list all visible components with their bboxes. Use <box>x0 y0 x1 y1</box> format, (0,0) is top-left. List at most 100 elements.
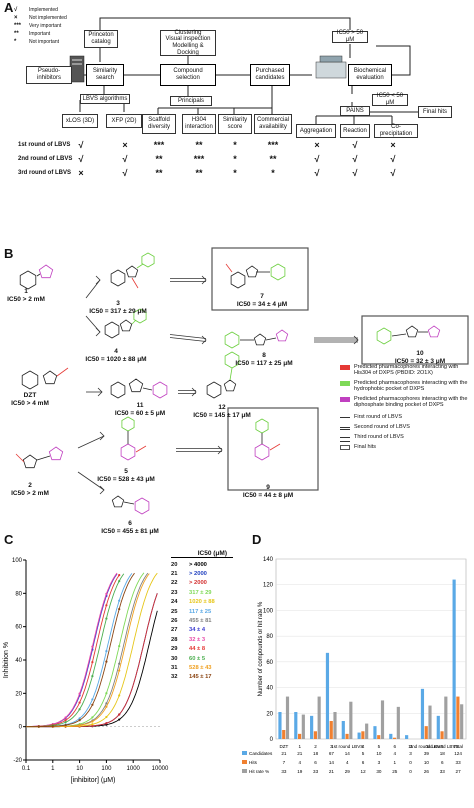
round-mark: × <box>390 140 396 150</box>
ic50-row-value: > 2000 <box>189 571 207 578</box>
point-series-22 <box>118 713 121 716</box>
ring <box>42 370 58 385</box>
bar-hits <box>297 733 302 739</box>
bar-candidates <box>278 712 282 739</box>
ic50-row-id: 32 <box>171 674 178 681</box>
table-cell: 6 <box>362 760 365 765</box>
ring <box>133 308 147 324</box>
legend-a-text: Not important <box>29 39 60 45</box>
point-series-32 <box>91 703 94 706</box>
box-principals: Principals <box>170 96 212 106</box>
compound-id: 3 <box>116 300 120 307</box>
y-tick-label: 20 <box>266 711 273 717</box>
table-cell: 18 <box>440 751 446 756</box>
bond <box>36 273 41 277</box>
box-lbvs: LBVS algorithms <box>80 94 130 104</box>
legend-b-swatch <box>340 365 350 370</box>
ring <box>141 252 155 268</box>
point-series-31 <box>118 669 121 672</box>
bond <box>229 367 233 381</box>
ring <box>275 329 289 342</box>
ring <box>121 416 135 432</box>
box-xlos: xLOS (3D) <box>62 114 98 128</box>
box-pseudo: Pseudo-inhibitors <box>26 66 72 84</box>
round-arrow <box>314 335 359 345</box>
compound-ic50: IC50 = 34 ± 4 μM <box>236 301 288 308</box>
compound-id: 10 <box>416 350 424 357</box>
ring <box>224 331 240 349</box>
category-label: Total <box>453 744 463 749</box>
ring <box>21 370 39 390</box>
legend-b-swatch <box>340 437 350 442</box>
y-tick-label: 60 <box>15 625 22 631</box>
compound-ic50: IC50 = 455 ± 81 μM <box>101 528 159 535</box>
compound-id: 7 <box>260 293 264 300</box>
y-tick-label: 140 <box>263 557 274 563</box>
bar-hit-rate- <box>365 723 369 739</box>
ic50-table-header: IC50 (μM) <box>171 550 233 558</box>
panel-c-letter: C <box>4 532 14 547</box>
table-swatch <box>242 760 247 764</box>
ring <box>48 446 64 461</box>
ic50-table-row: 21> 2000 <box>171 569 233 578</box>
round-mark: √ <box>314 154 320 164</box>
ring <box>206 381 222 399</box>
table-row-name: Hits <box>249 760 258 765</box>
table-cell: 0 <box>409 760 412 765</box>
legend-a-item: **Important <box>14 30 84 38</box>
panel-a-letter: A <box>4 0 14 15</box>
y-tick-label: 80 <box>15 591 22 597</box>
box-biochem: Biochemical evaluation <box>348 64 392 86</box>
ic50-row-value: 60 ± 5 <box>189 655 206 662</box>
bar-hit-rate- <box>380 700 385 739</box>
x-tick-label: 1 <box>51 766 55 772</box>
box-similarity: Similarity search <box>86 64 124 86</box>
ic50-row-value: 455 ± 81 <box>189 618 212 625</box>
compound-id: 4 <box>114 348 118 355</box>
point-series-29 <box>78 701 81 704</box>
ring <box>110 381 126 399</box>
bond <box>15 453 25 463</box>
round-mark: × <box>314 140 320 150</box>
round-mark: * <box>233 168 237 178</box>
compound-id: 8 <box>262 352 266 359</box>
box-reaction: Reaction <box>340 124 370 138</box>
category-label: 3 <box>330 744 333 749</box>
point-series-25 <box>105 650 108 653</box>
round-arrow <box>176 445 223 455</box>
box-compound_sel: Compound selection <box>160 64 216 86</box>
round-arrow <box>86 387 103 397</box>
bond <box>123 501 135 505</box>
legend-b-swatch <box>340 445 350 450</box>
bar-candidates <box>405 735 409 739</box>
category-label: 4 <box>362 744 365 749</box>
category-label: DZT <box>279 744 288 749</box>
category-label: 2nd round LBVS <box>410 744 444 749</box>
point-series-23 <box>91 716 94 719</box>
round-mark: ** <box>195 140 203 150</box>
ic50-row-id: 26 <box>171 618 178 625</box>
legend-b-swatch <box>340 427 350 430</box>
ic50-row-id: 20 <box>171 561 178 568</box>
legend-a-item: ***Very important <box>14 22 84 30</box>
table-cell: 4 <box>393 751 396 756</box>
bar-candidates <box>294 712 298 739</box>
point-series-32 <box>37 725 40 728</box>
bar-hits <box>377 735 381 739</box>
bar-hit-rate- <box>285 696 290 739</box>
bond <box>225 263 233 273</box>
bond <box>142 387 153 391</box>
bar-hit-rate- <box>444 696 448 739</box>
ring <box>270 263 286 281</box>
round-arrow <box>178 387 197 397</box>
y-tick-label: 0 <box>19 725 23 731</box>
panel-a-legend: √Implemented×Not implemented***Very impo… <box>14 6 84 46</box>
category-label: 2 <box>314 744 317 749</box>
compound-ic50: IC50 = 60 ± 5 μM <box>114 410 166 417</box>
ic50-row-value: 317 ± 29 <box>189 589 212 596</box>
bar-hits <box>456 696 460 739</box>
round-label: 2nd round of LBVS <box>18 156 73 162</box>
legend-a-item: ×Not implemented <box>14 14 84 22</box>
